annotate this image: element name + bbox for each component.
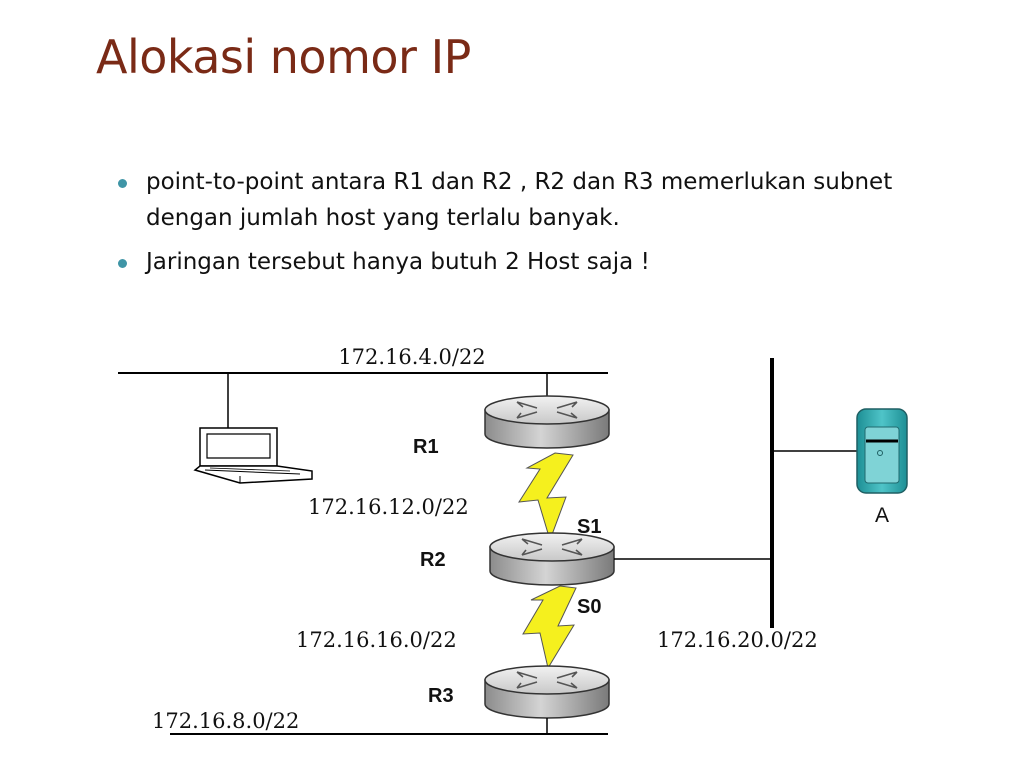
network-label-wan-r2-r3: 172.16.16.0/22 (296, 628, 457, 652)
router-r1-label: R1 (413, 436, 439, 458)
bullet-list: point-to-point antara R1 dan R2 , R2 dan… (116, 164, 956, 288)
server-a-label: A (875, 504, 889, 527)
bullet-dot-icon (118, 179, 127, 188)
router-r2-label: R2 (420, 549, 446, 571)
server-icon (856, 408, 908, 494)
router-r2-icon (489, 532, 615, 586)
network-label-lan-r2: 172.16.20.0/22 (657, 628, 818, 652)
bullet-text: Jaringan tersebut hanya butuh 2 Host saj… (146, 249, 650, 275)
router-r3-label: R3 (428, 685, 454, 707)
interface-s1-label: S1 (577, 516, 601, 538)
laptop-icon (193, 427, 313, 484)
network-label-wan-r1-r2: 172.16.12.0/22 (308, 495, 469, 519)
bullet-text: point-to-point antara R1 dan R2 , R2 dan… (146, 169, 893, 231)
bullet-dot-icon (118, 259, 127, 268)
bullet-item: point-to-point antara R1 dan R2 , R2 dan… (116, 164, 956, 236)
router-r1-icon (484, 395, 610, 449)
wan-link-r1-r2 (518, 452, 574, 542)
network-label-lan-r3: 172.16.8.0/22 (152, 709, 299, 733)
interface-s0-label: S0 (577, 596, 601, 618)
network-label-lan-r1: 172.16.4.0/22 (338, 345, 485, 369)
bullet-item: Jaringan tersebut hanya butuh 2 Host saj… (116, 244, 956, 280)
router-r3-icon (484, 665, 610, 719)
slide-title: Alokasi nomor IP (96, 30, 471, 84)
wan-link-r2-r3 (522, 585, 577, 670)
